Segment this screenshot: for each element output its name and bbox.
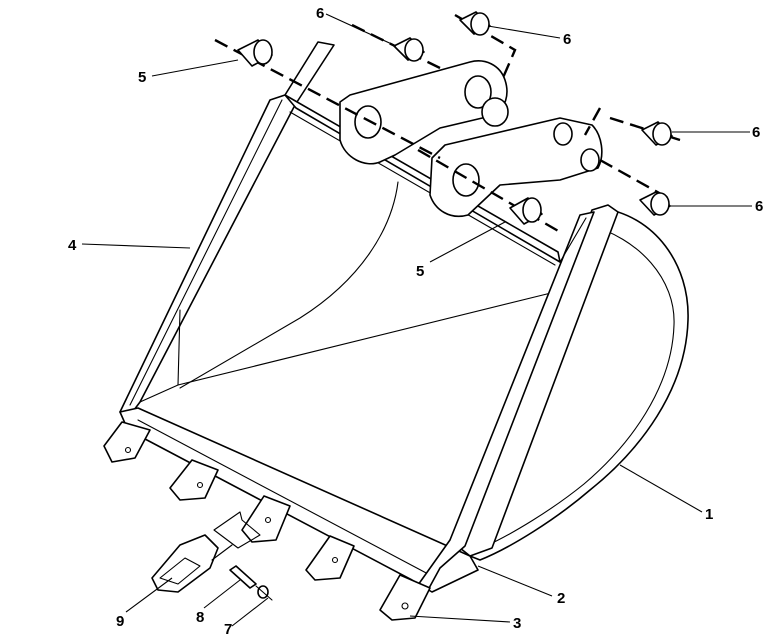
leader-3 <box>409 615 511 623</box>
leader-9 <box>125 577 173 613</box>
leader-8 <box>203 579 241 609</box>
bushings <box>237 11 673 225</box>
leader-5a <box>151 59 239 77</box>
callout-labels: 1 2 3 4 5 5 6 6 6 6 7 8 9 <box>68 5 763 638</box>
bushing-6-b <box>459 11 491 36</box>
bucket-teeth <box>103 421 431 621</box>
tooth-pin <box>229 565 257 589</box>
pin-retainer <box>255 585 273 601</box>
callout-5-top: 5 <box>138 69 146 86</box>
leader-7 <box>231 597 269 627</box>
callout-4: 4 <box>68 237 77 254</box>
callout-6-a: 6 <box>316 5 324 22</box>
callout-6-b: 6 <box>563 31 571 48</box>
bushing-5-mid <box>509 197 543 225</box>
callout-3: 3 <box>513 615 521 632</box>
leader-6a <box>325 13 397 47</box>
leader-2 <box>477 565 553 597</box>
tooth-tip-exploded <box>151 534 233 593</box>
leader-5b <box>429 221 506 263</box>
callout-1: 1 <box>705 506 713 523</box>
callout-9: 9 <box>116 613 124 630</box>
leader-4 <box>81 243 191 249</box>
leader-6b <box>487 25 561 39</box>
callout-2: 2 <box>557 590 565 607</box>
bushing-6-a <box>393 37 425 62</box>
callout-5-mid: 5 <box>416 263 424 280</box>
callout-6-c: 6 <box>752 124 760 141</box>
callout-8: 8 <box>196 609 204 626</box>
leader-1 <box>619 464 703 513</box>
leader-lines <box>81 13 752 627</box>
bushing-6-d <box>639 191 671 216</box>
callout-7: 7 <box>224 621 232 638</box>
callout-6-d: 6 <box>755 198 763 215</box>
hinge-brackets <box>339 60 603 217</box>
bucket-shell <box>469 207 689 561</box>
bushing-5-top <box>237 39 273 67</box>
bushing-6-c <box>641 121 673 146</box>
